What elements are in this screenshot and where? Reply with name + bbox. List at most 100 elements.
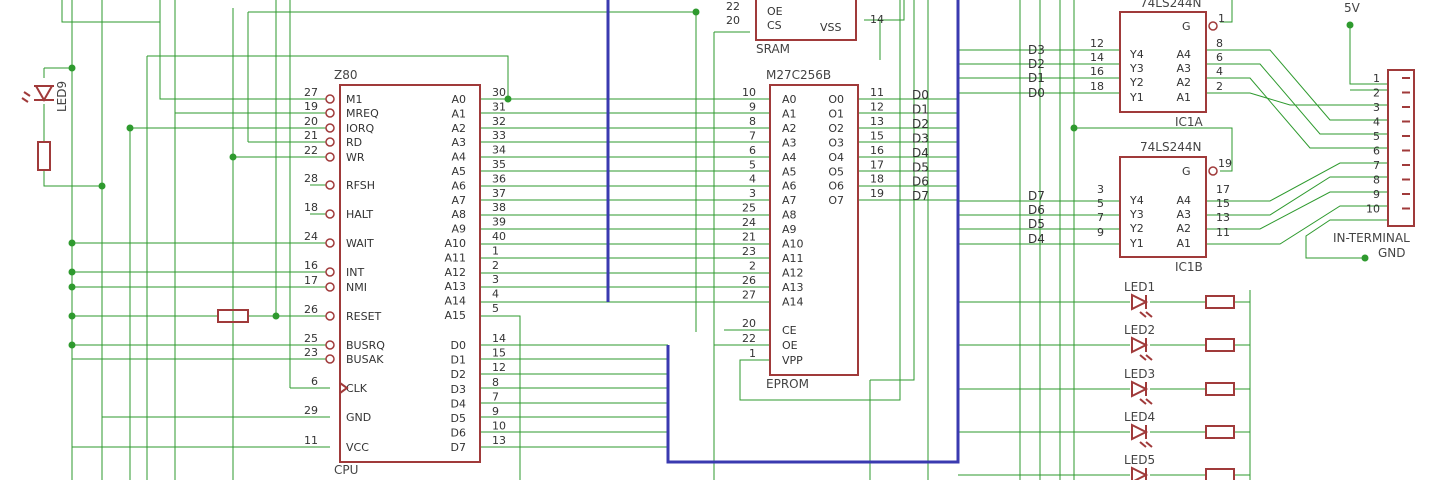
pin-number: 5 [492,302,499,315]
terminal-pin-number: 9 [1373,188,1380,201]
inverted-pin-bubble [325,108,335,118]
pin-number: 1 [749,347,756,360]
pin-name: D0 [451,339,466,352]
pin-name: RD [346,136,362,149]
led-diode-icon [1131,293,1149,311]
ic1b-name: 74LS244N [1140,140,1201,154]
inverted-pin-bubble [325,238,335,248]
pin-number: 38 [492,201,506,214]
pin-name: A0 [782,93,797,106]
pin-number: 19 [1218,157,1232,170]
terminal-pin-number: 1 [1373,72,1380,85]
pin-name: Y3 [1129,62,1144,75]
pin-number: 25 [742,202,756,215]
pin-name: O6 [828,180,844,193]
pin-number: 4 [749,173,756,186]
pin-name: RESET [346,310,382,323]
pin-name: NMI [346,281,367,294]
pin-name: Y1 [1129,91,1144,104]
pin-number: 10 [742,86,756,99]
inverted-pin-bubble [325,94,335,104]
pin-number: 1 [492,244,499,257]
clock-marker [339,382,349,394]
pin-number: 21 [742,231,756,244]
pin-number: 1 [1218,12,1225,25]
pin-name: A11 [444,251,466,264]
pin-number: 19 [304,100,318,113]
pin-name: A3 [1176,208,1191,221]
pin-name: WR [346,151,365,164]
pin-number: 8 [492,376,499,389]
inverted-pin-bubble [325,311,335,321]
led-label: LED3 [1124,367,1155,381]
pin-name: A3 [1176,62,1191,75]
pin-name: D5 [451,412,466,425]
pin-name: O4 [828,151,844,164]
pin-name: BUSRQ [346,339,385,352]
pin-number: 23 [304,346,318,359]
pin-name: D7 [451,441,466,454]
pin-number: 26 [304,303,318,316]
pin-name: CE [782,324,797,337]
pin-number: 27 [304,86,318,99]
pin-name: A3 [782,136,797,149]
inverted-pin-bubble [325,354,335,364]
pin-name: A4 [782,151,797,164]
pin-name: GND [346,411,371,424]
inverted-pin-bubble [325,209,335,219]
pin-number: 11 [304,434,318,447]
pin-name: A3 [451,136,466,149]
pin-name: A10 [782,238,804,251]
pin-name: VPP [782,354,803,367]
pin-number: 14 [1090,51,1104,64]
pin-number: 6 [749,144,756,157]
pin-name: G [1182,20,1191,33]
pin-number: 14 [870,13,884,26]
pin-number: 5 [1097,197,1104,210]
terminal-pin-number: 8 [1373,174,1380,187]
pin-name: A14 [782,295,804,308]
pin-name: A8 [782,209,797,222]
pin-name: Y4 [1129,48,1144,61]
pin-number: 13 [492,434,506,447]
pin-number: 24 [742,216,756,229]
pin-number: 28 [304,172,318,185]
terminal-pin-number: 7 [1373,159,1380,172]
pin-number: 31 [492,100,506,113]
pin-number: 3 [1097,183,1104,196]
led9: LED9 [21,81,69,112]
pin-number: 17 [1216,183,1230,196]
gate-enable-bubble [1208,21,1218,31]
pin-number: 2 [749,259,756,272]
pin-name: D4 [451,397,466,410]
pin-name: RFSH [346,179,375,192]
pin-number: 17 [870,158,884,171]
pin-number: 19 [870,187,884,200]
pin-number: 17 [304,274,318,287]
pin-number: 22 [304,144,318,157]
pin-number: 15 [492,347,506,360]
terminal-pin-number: 4 [1373,116,1380,129]
pin-number: 20 [726,14,740,27]
led-diode-icon [1131,466,1149,480]
ic1a-label: IC1A [1175,115,1204,129]
pin-number: 25 [304,332,318,345]
led-emission-icon [1139,398,1153,405]
pin-number: 5 [749,158,756,171]
net-label: D3 [912,131,929,145]
pin-number: 9 [749,100,756,113]
cpu-z80: Z80 CPU 27M119MREQ20IORQ21RD22WR28RFSH18… [304,68,506,477]
pin-number: 18 [304,201,318,214]
pin-number: 9 [492,405,499,418]
pin-name: A13 [782,281,804,294]
pin-name: A13 [444,280,466,293]
cpu-left-pins: 27M119MREQ20IORQ21RD22WR28RFSH18HALT24WA… [304,86,385,454]
net-label: D6 [912,175,929,189]
pin-number: 7 [749,129,756,142]
terminal-pin-number: 5 [1373,130,1380,143]
eprom: M27C256B EPROM 10A09A18A27A36A45A54A63A7… [742,68,929,391]
net-label: D7 [912,189,929,203]
